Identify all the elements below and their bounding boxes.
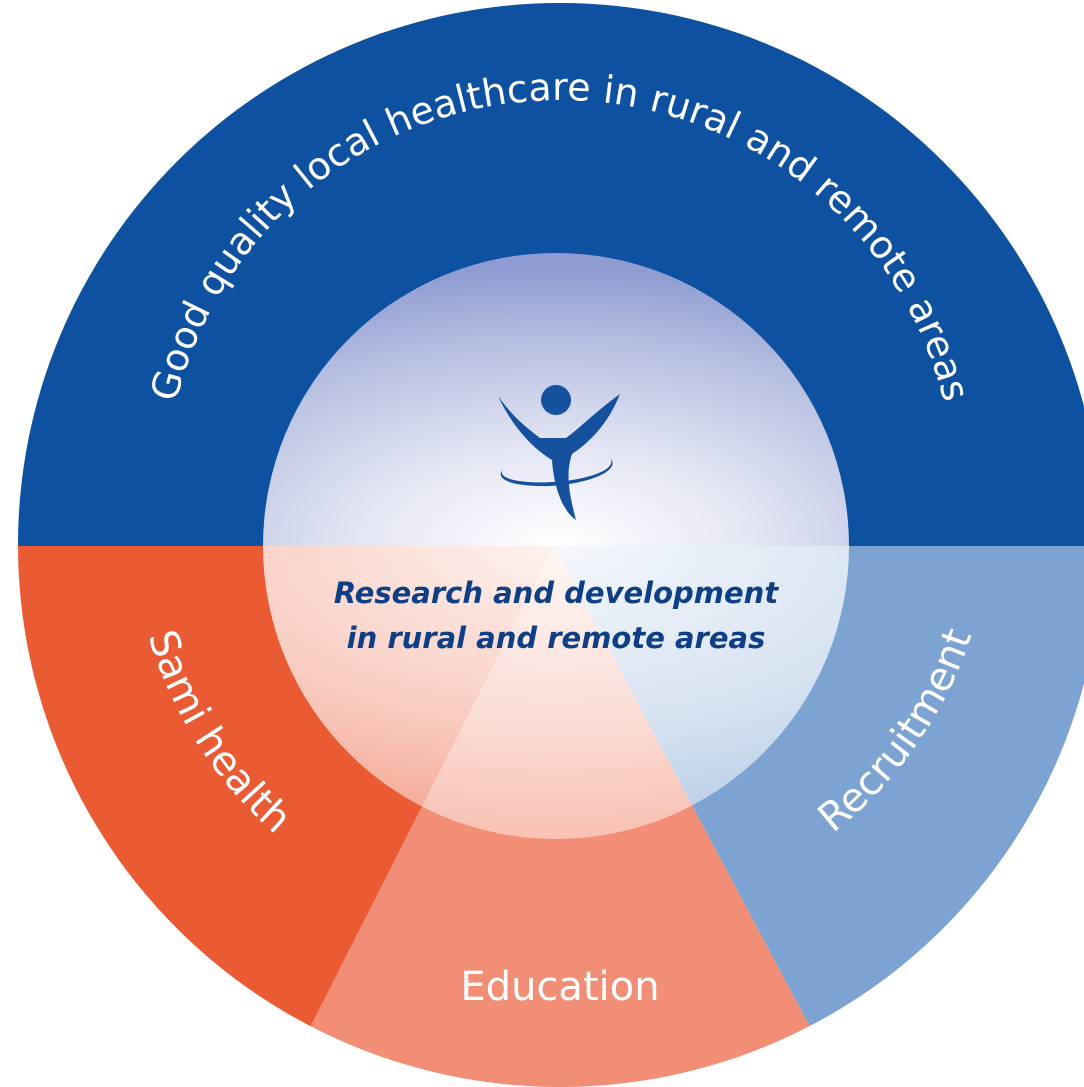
person-with-ring-icon: [498, 385, 620, 520]
center-title-line1: Research and development: [334, 576, 780, 610]
center-disc: [263, 253, 849, 839]
center-title-line2: in rural and remote areas: [347, 621, 766, 655]
education-label: Education: [460, 964, 659, 1010]
